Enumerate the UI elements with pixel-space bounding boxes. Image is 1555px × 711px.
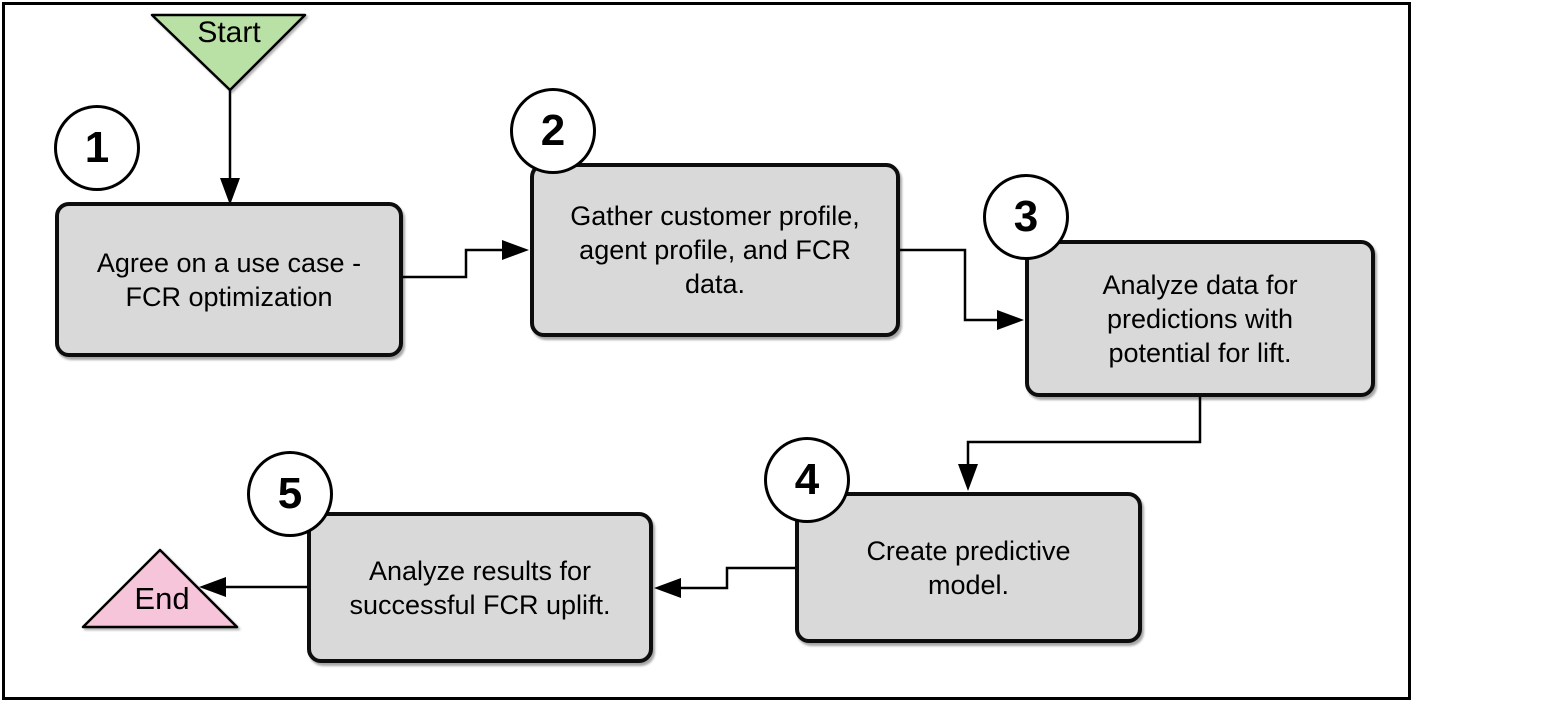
flow-node-1-label: Agree on a use case - FCR optimization (96, 247, 362, 312)
end-terminator-label: End (134, 581, 190, 616)
connector-1-to-2 (403, 248, 503, 279)
step-badge-5-number: 5 (277, 469, 303, 518)
start-terminator-triangle (150, 13, 307, 92)
flow-node-2: Gather customer profile, agent profile, … (530, 163, 900, 337)
connector-3-to-4 (966, 397, 1202, 465)
flow-node-4-label: Create predictive model. (866, 535, 1071, 600)
arrowhead-2-to-3 (997, 310, 1024, 330)
arrowhead-4-to-5 (654, 578, 681, 598)
step-badge-4-number: 4 (794, 455, 820, 504)
flow-node-3-label: Analyze data for predictions with potent… (1102, 269, 1298, 368)
step-badge-2-number: 2 (540, 106, 566, 155)
step-badge-2: 2 (510, 88, 596, 174)
arrowhead-start-to-1 (220, 178, 240, 205)
step-badge-3-number: 3 (1013, 192, 1039, 241)
end-terminator-triangle (81, 548, 239, 629)
flow-node-5: Analyze results for successful FCR uplif… (307, 512, 653, 663)
diagram-frame (2, 2, 1411, 700)
start-terminator-label: Start (197, 16, 261, 49)
arrowhead-5-to-end (199, 577, 226, 597)
step-badge-1-number: 1 (84, 123, 110, 172)
arrowhead-1-to-2 (502, 240, 529, 260)
step-badge-3: 3 (983, 174, 1069, 260)
flow-node-1: Agree on a use case - FCR optimization (55, 202, 403, 357)
flow-node-2-label: Gather customer profile, agent profile, … (570, 201, 860, 299)
flow-node-3: Analyze data for predictions with potent… (1025, 240, 1375, 397)
step-badge-5: 5 (247, 451, 333, 537)
arrowhead-3-to-4 (958, 464, 978, 491)
flow-node-5-label: Analyze results for successful FCR uplif… (349, 555, 611, 620)
flow-node-4: Create predictive model. (795, 492, 1142, 643)
connector-2-to-3 (900, 248, 998, 322)
step-badge-1: 1 (54, 105, 140, 191)
step-badge-4: 4 (764, 437, 850, 523)
connector-4-to-5 (680, 566, 795, 590)
